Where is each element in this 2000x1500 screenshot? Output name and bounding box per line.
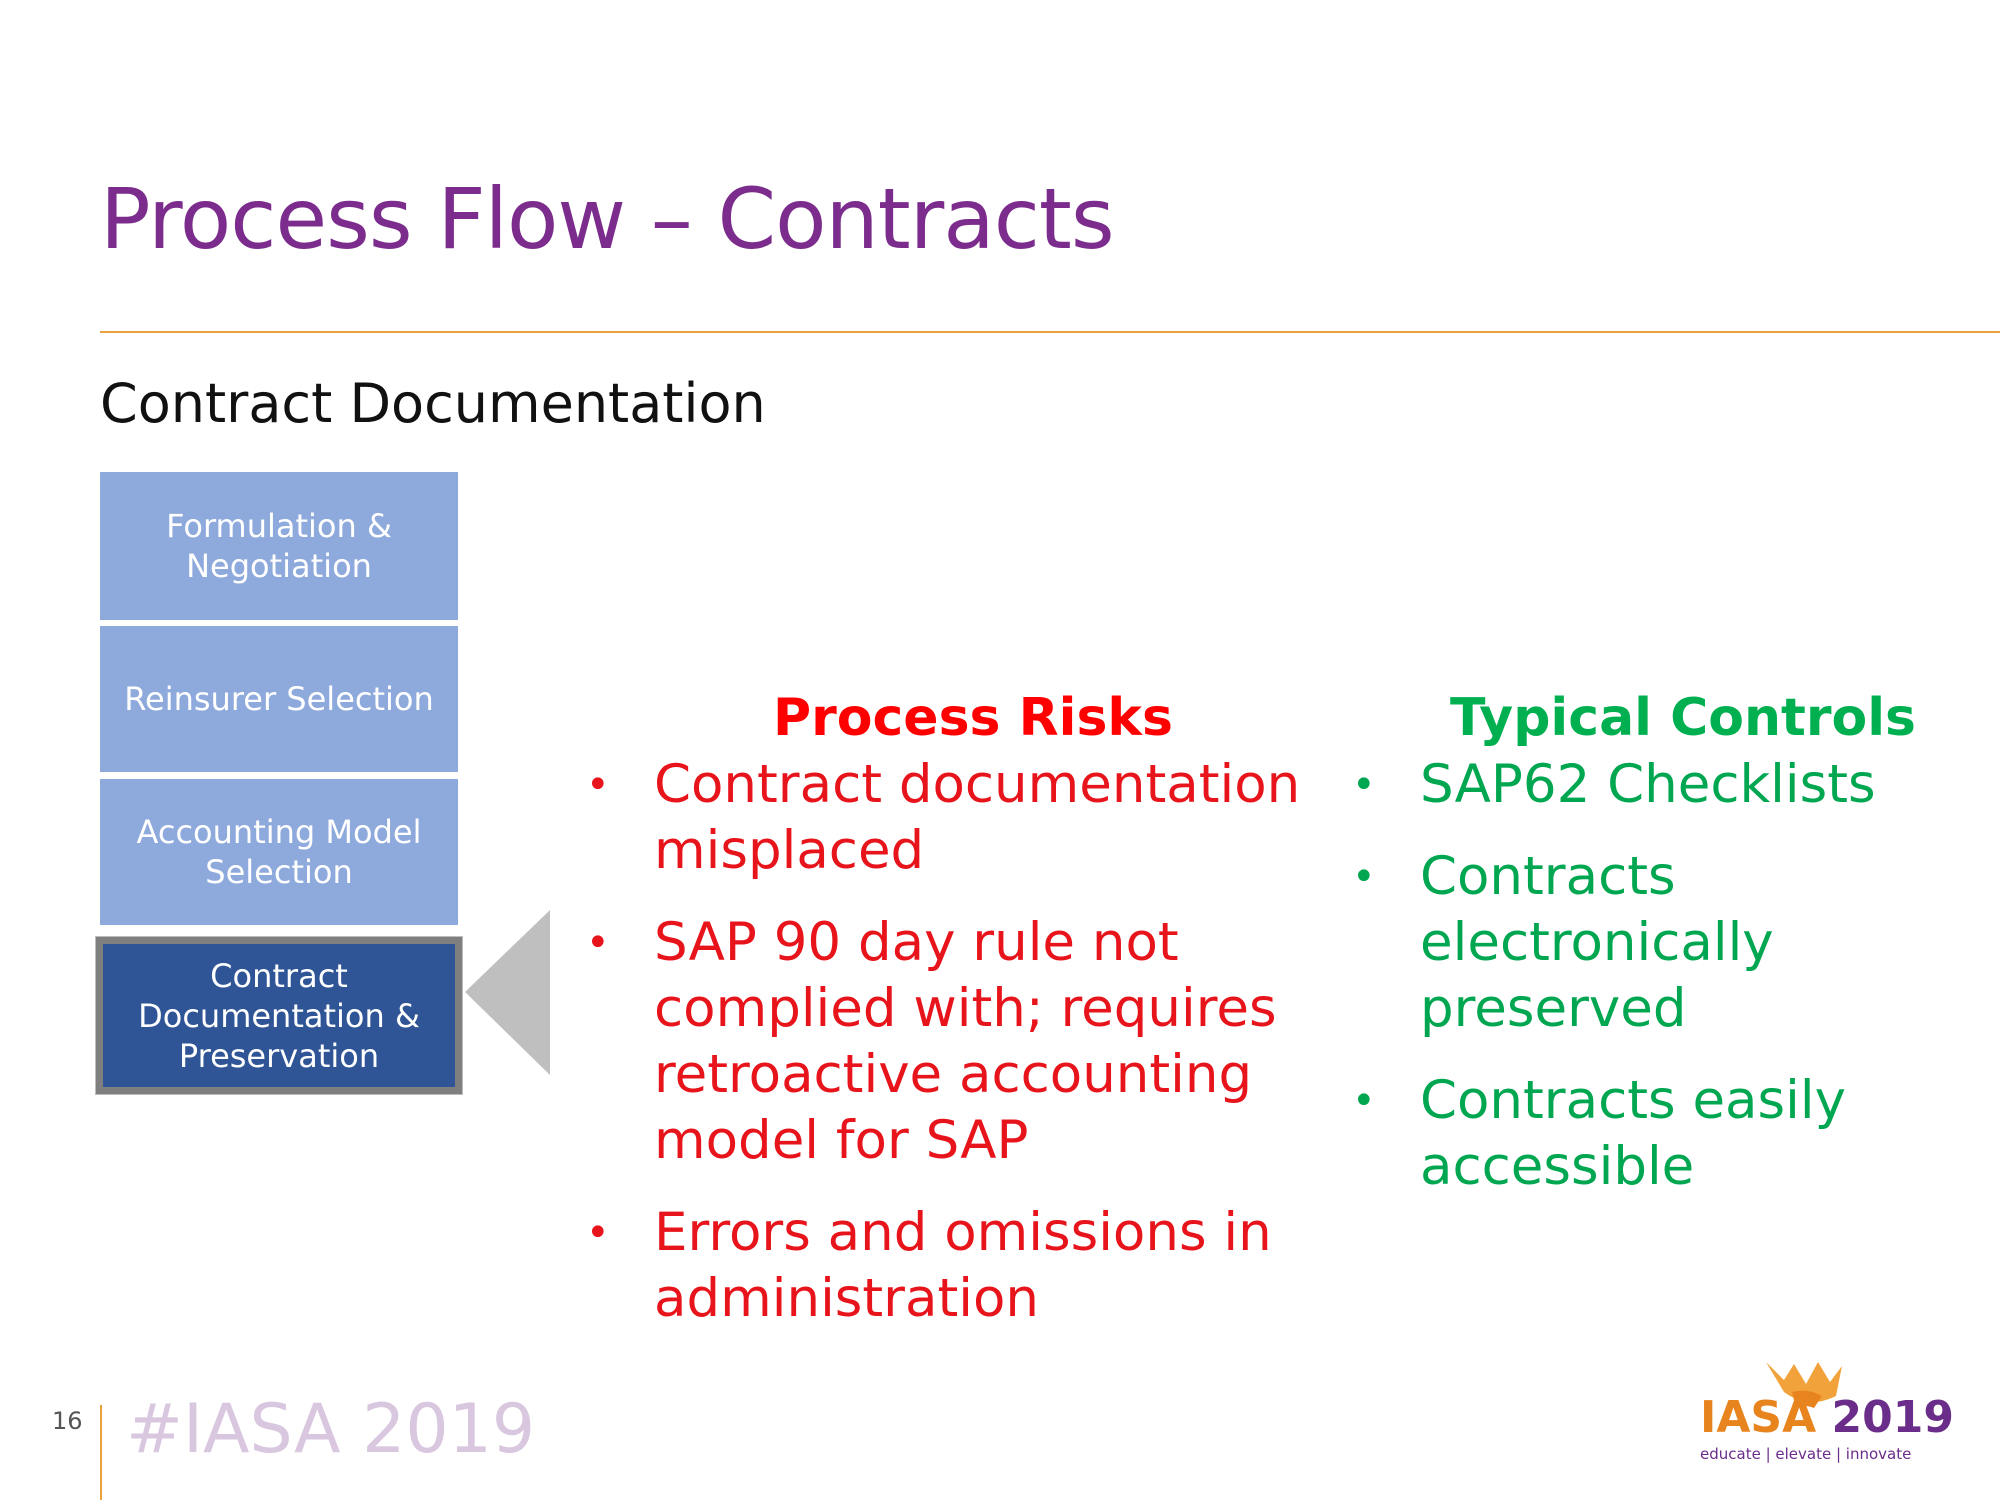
bullet-icon: •	[1352, 854, 1376, 900]
process-step-reinsurer-selection: Reinsurer Selection	[100, 626, 458, 772]
bullet-icon: •	[586, 762, 610, 808]
list-item: •Contract documentation misplaced	[586, 754, 1301, 881]
list-item: •SAP 90 day rule not complied with; requ…	[586, 912, 1277, 1171]
process-step-label: Contract Documentation & Preservation	[138, 956, 420, 1075]
logo-wordmark: IASA 2019	[1700, 1392, 1954, 1443]
process-risks-heading: Process Risks	[773, 688, 1173, 748]
slide-subtitle: Contract Documentation	[100, 372, 766, 435]
pointer-arrow-icon	[465, 910, 550, 1075]
phoenix-icon	[1766, 1362, 1842, 1408]
list-item: •Contracts easily accessible	[1352, 1070, 1846, 1197]
list-item: •Errors and omissions in administration	[586, 1202, 1272, 1329]
title-divider	[100, 331, 2000, 333]
footer-hashtag: #IASA 2019	[126, 1390, 536, 1469]
slide-title: Process Flow – Contracts	[100, 170, 1115, 268]
bullet-icon: •	[1352, 762, 1376, 808]
typical-controls-list: •SAP62 Checklists •Contracts electronica…	[1348, 752, 1908, 1226]
bullet-icon: •	[586, 920, 610, 966]
logo-tagline: educate | elevate | innovate	[1700, 1445, 1912, 1463]
bullet-icon: •	[1352, 1078, 1376, 1124]
bullet-icon: •	[586, 1210, 610, 1256]
process-step-contract-documentation: Contract Documentation & Preservation	[95, 936, 463, 1095]
footer-divider	[100, 1405, 102, 1500]
process-step-formulation: Formulation & Negotiation	[100, 472, 458, 620]
list-item: •Contracts electronically preserved	[1352, 846, 1774, 1039]
page-number: 16	[52, 1407, 83, 1435]
process-step-label: Reinsurer Selection	[124, 680, 434, 718]
process-step-accounting-model: Accounting Model Selection	[100, 779, 458, 925]
typical-controls-heading: Typical Controls	[1450, 688, 1916, 748]
process-step-label: Accounting Model Selection	[136, 813, 422, 891]
process-step-label: Formulation & Negotiation	[166, 507, 392, 585]
list-item: •SAP62 Checklists	[1348, 752, 1908, 818]
process-risks-list: •Contract documentation misplaced •SAP 9…	[582, 752, 1312, 1358]
